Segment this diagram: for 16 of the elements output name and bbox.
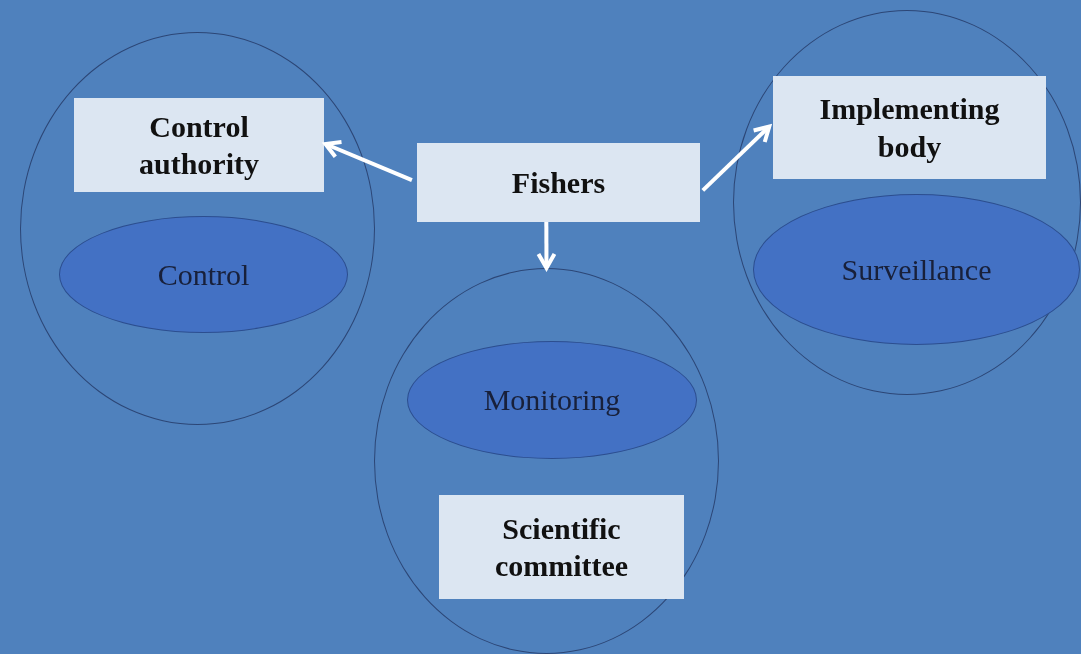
role-box — [417, 143, 700, 222]
arrow — [536, 222, 557, 270]
node-label: Scientific committee — [493, 510, 630, 584]
node-label: Fishers — [510, 164, 607, 201]
node-label: Surveillance — [840, 251, 993, 288]
node-label: Control — [156, 256, 251, 293]
node-label: Monitoring — [482, 382, 622, 419]
role-box — [773, 76, 1046, 179]
arrow — [701, 124, 772, 192]
group-circle — [20, 32, 375, 425]
role-box — [439, 495, 684, 599]
node-label: Implementing body — [818, 91, 1001, 165]
arrow — [323, 140, 413, 182]
node-label: Control authority — [138, 108, 260, 182]
group-circle — [733, 10, 1081, 395]
role-box — [74, 98, 324, 192]
